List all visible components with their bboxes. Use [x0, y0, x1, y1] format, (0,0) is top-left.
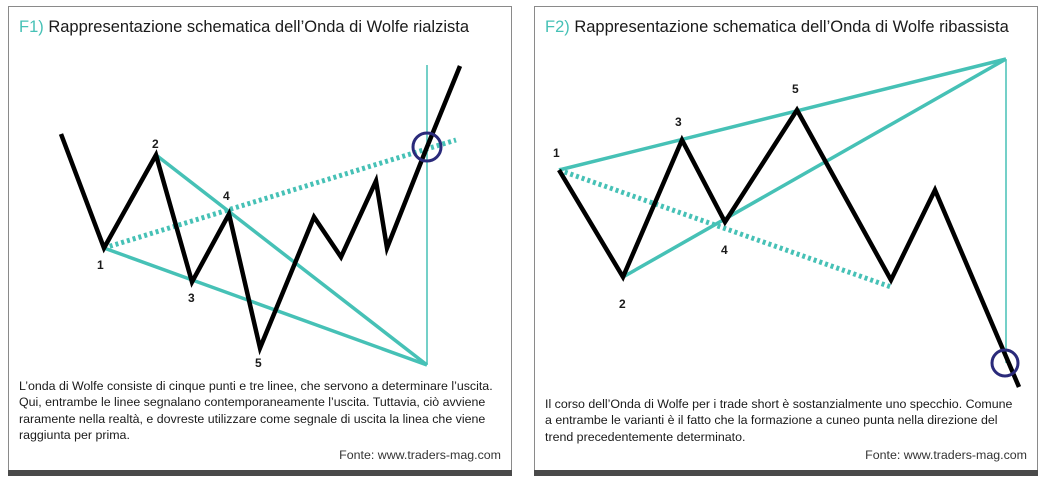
source-credit: Fonte: www.traders-mag.com: [339, 448, 501, 462]
exit-circle-icon: [411, 131, 443, 163]
bottom-bar: [8, 470, 512, 476]
wolfe-wave-bearish-diagram: 1 2 3 4 5: [553, 57, 1022, 388]
line-1-3: [558, 57, 1007, 172]
point-label-2: 2: [152, 137, 159, 151]
point-label-5: 5: [792, 82, 799, 96]
wolfe-wave-bullish-diagram: 1 2 3 4 5: [58, 65, 463, 370]
panel-title: F1) Rappresentazione schematica dell’Ond…: [19, 17, 489, 38]
point-label-3: 3: [675, 115, 682, 129]
point-label-3: 3: [188, 291, 195, 305]
panel-title: F2) Rappresentazione schematica dell’Ond…: [545, 17, 1015, 38]
exit-circle-icon: [990, 348, 1020, 378]
line-2-4: [622, 57, 1007, 279]
description: Il corso dell’Onda di Wolfe per i trade …: [545, 397, 1013, 444]
price-path: [58, 65, 463, 356]
price-path: [557, 105, 1022, 388]
figure-number: F2): [545, 18, 570, 36]
point-label-2: 2: [619, 297, 626, 311]
figure-title: Rappresentazione schematica dell’Onda di…: [48, 18, 470, 36]
point-label-5: 5: [255, 356, 262, 370]
description: L’onda di Wolfe consiste di cinque punti…: [19, 379, 493, 443]
line-1-3: [103, 246, 428, 367]
source-credit: Fonte: www.traders-mag.com: [865, 448, 1027, 462]
point-label-4: 4: [721, 243, 728, 257]
figure-number: F1): [19, 18, 44, 36]
line-1-4-target: [558, 167, 892, 290]
point-label-4: 4: [223, 189, 230, 203]
panel-f1: F1) Rappresentazione schematica dell’Ond…: [8, 6, 512, 476]
panel-f2: F2) Rappresentazione schematica dell’Ond…: [534, 6, 1038, 476]
figure-title: Rappresentazione schematica dell’Onda di…: [574, 18, 1009, 36]
point-label-1: 1: [97, 258, 104, 272]
line-1-4-target: [103, 137, 457, 251]
point-label-1: 1: [553, 146, 560, 160]
line-2-4: [154, 153, 429, 367]
bottom-bar: [534, 470, 1038, 476]
